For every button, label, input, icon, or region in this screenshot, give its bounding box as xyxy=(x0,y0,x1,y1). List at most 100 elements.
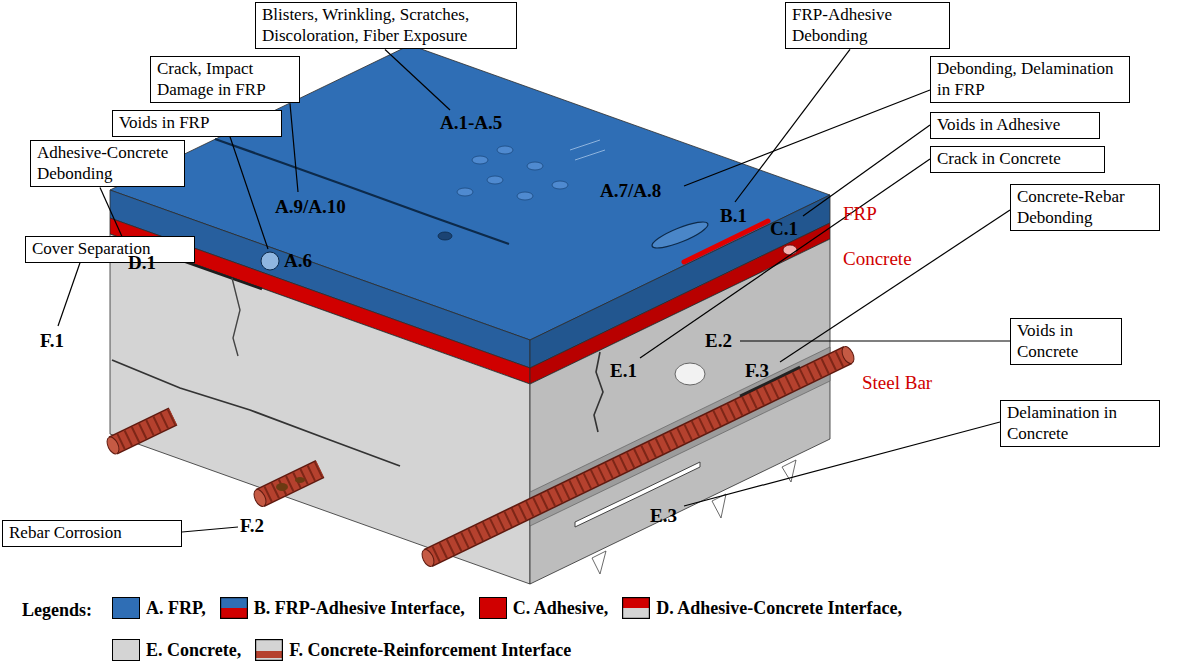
legend-item: A. FRP, xyxy=(112,597,206,619)
swatch-border xyxy=(220,598,247,619)
bottom-crack xyxy=(592,551,606,574)
callout-number: E.2 xyxy=(705,330,732,352)
callout-box: Crack in Concrete xyxy=(930,146,1105,173)
legend-swatch xyxy=(112,639,140,661)
concrete-right-face xyxy=(530,239,830,584)
callout-box: Concrete-Rebar Debonding xyxy=(1010,184,1160,231)
frp-void xyxy=(261,252,279,270)
rebar-end xyxy=(420,548,437,569)
callout-number: B.1 xyxy=(720,205,747,227)
callout-number: A.1-A.5 xyxy=(440,112,502,134)
leader-line xyxy=(684,422,1000,506)
corrosion-spot xyxy=(295,477,305,483)
blister xyxy=(497,146,513,154)
callout-box: Voids in FRP xyxy=(112,110,282,137)
callout-box: Voids in Concrete xyxy=(1010,318,1122,365)
swatch-part xyxy=(220,597,248,608)
legend-item: E. Concrete, xyxy=(112,639,241,661)
callout-number: D.1 xyxy=(128,252,156,274)
material-label: Concrete xyxy=(843,248,912,270)
blister xyxy=(487,176,503,184)
swatch-border xyxy=(256,640,283,661)
legend-text: D. Adhesive-Concrete Interface, xyxy=(656,598,902,619)
concrete-void xyxy=(675,363,705,385)
cover-separation-crack xyxy=(112,360,400,466)
blister xyxy=(457,188,473,196)
leader-line xyxy=(735,49,850,202)
blisters xyxy=(457,146,568,200)
leader-line xyxy=(290,103,298,192)
callout-text: Cover Separation xyxy=(32,239,188,260)
callout-text: Voids in Adhesive xyxy=(937,115,1093,136)
callout-text: Voids in Concrete xyxy=(1017,321,1115,362)
frp-adhesive-debonding xyxy=(684,221,768,262)
rebar-ribs xyxy=(113,417,173,446)
blister xyxy=(472,156,488,164)
legend-item: D. Adhesive-Concrete Interface, xyxy=(622,597,902,619)
leader-line xyxy=(640,159,930,358)
swatch-part xyxy=(622,597,650,608)
rebar-end xyxy=(105,435,122,456)
scratch xyxy=(575,150,605,160)
legend-item: F. Concrete-Reinforcement Interface xyxy=(255,639,571,661)
callout-text: Debonding, Delamination in FRP xyxy=(937,59,1123,100)
callout-number: F.2 xyxy=(240,515,264,537)
concrete-crack xyxy=(594,352,603,432)
callout-text: Voids in FRP xyxy=(119,113,275,134)
material-label: Steel Bar xyxy=(862,372,932,394)
impact-damage xyxy=(438,232,452,240)
leader-line xyxy=(230,137,268,249)
callout-box: FRP-Adhesive Debonding xyxy=(785,2,950,49)
callout-text: FRP-Adhesive Debonding xyxy=(792,5,943,46)
leader-line xyxy=(182,527,238,532)
rebar-body xyxy=(428,355,848,558)
legend-swatch xyxy=(255,639,283,661)
rebar xyxy=(105,417,173,456)
material-label: FRP xyxy=(843,203,877,225)
rebar-body xyxy=(113,417,173,446)
legend-text: F. Concrete-Reinforcement Interface xyxy=(289,640,571,661)
legend-heading: Legends: xyxy=(22,600,92,621)
blister xyxy=(517,192,533,200)
callout-text: Rebar Corrosion xyxy=(9,523,175,544)
rebar-outline xyxy=(260,469,320,498)
legend-text: A. FRP, xyxy=(146,598,206,619)
rebar-outline xyxy=(428,355,848,558)
rebar xyxy=(252,469,320,508)
callout-box: Voids in Adhesive xyxy=(930,112,1100,139)
leader-line xyxy=(740,340,1010,341)
swatch-border xyxy=(623,598,650,619)
callout-number: E.1 xyxy=(610,360,637,382)
legend-swatch xyxy=(479,597,507,619)
rebar-end xyxy=(252,488,269,509)
rebar-ribs xyxy=(428,355,848,558)
rebar-body xyxy=(260,469,320,498)
legend-text: E. Concrete, xyxy=(146,640,241,661)
frp-delamination xyxy=(650,217,711,252)
callout-box: Blisters, Wrinkling, Scratches, Discolor… xyxy=(255,2,517,49)
legend: A. FRP, B. FRP-Adhesive Interface, C. Adhe… xyxy=(112,597,1192,661)
callout-number: F.3 xyxy=(745,360,769,382)
rebar-outline xyxy=(113,417,173,446)
legend-text: B. FRP-Adhesive Interface, xyxy=(254,598,465,619)
callout-box: Adhesive-Concrete Debonding xyxy=(30,140,185,187)
leader-line xyxy=(684,90,930,186)
callout-box: Crack, Impact Damage in FRP xyxy=(150,56,300,103)
callout-text: Crack, Impact Damage in FRP xyxy=(157,59,293,100)
swatch-part xyxy=(622,608,650,619)
swatch-part xyxy=(255,651,283,658)
callout-number: A.9/A.10 xyxy=(275,196,346,218)
adhesive-void xyxy=(783,245,797,255)
callout-number: E.3 xyxy=(650,505,677,527)
callout-number: F.1 xyxy=(40,330,64,352)
callout-text: Crack in Concrete xyxy=(937,149,1098,170)
swatch-part xyxy=(255,639,283,661)
frp-crack xyxy=(215,139,509,244)
leader-line xyxy=(58,263,80,326)
legend-text: C. Adhesive, xyxy=(513,598,609,619)
blister xyxy=(552,181,568,189)
concrete-crack xyxy=(232,278,240,356)
callout-text: Concrete-Rebar Debonding xyxy=(1017,187,1153,228)
callout-number: C.1 xyxy=(770,218,798,240)
